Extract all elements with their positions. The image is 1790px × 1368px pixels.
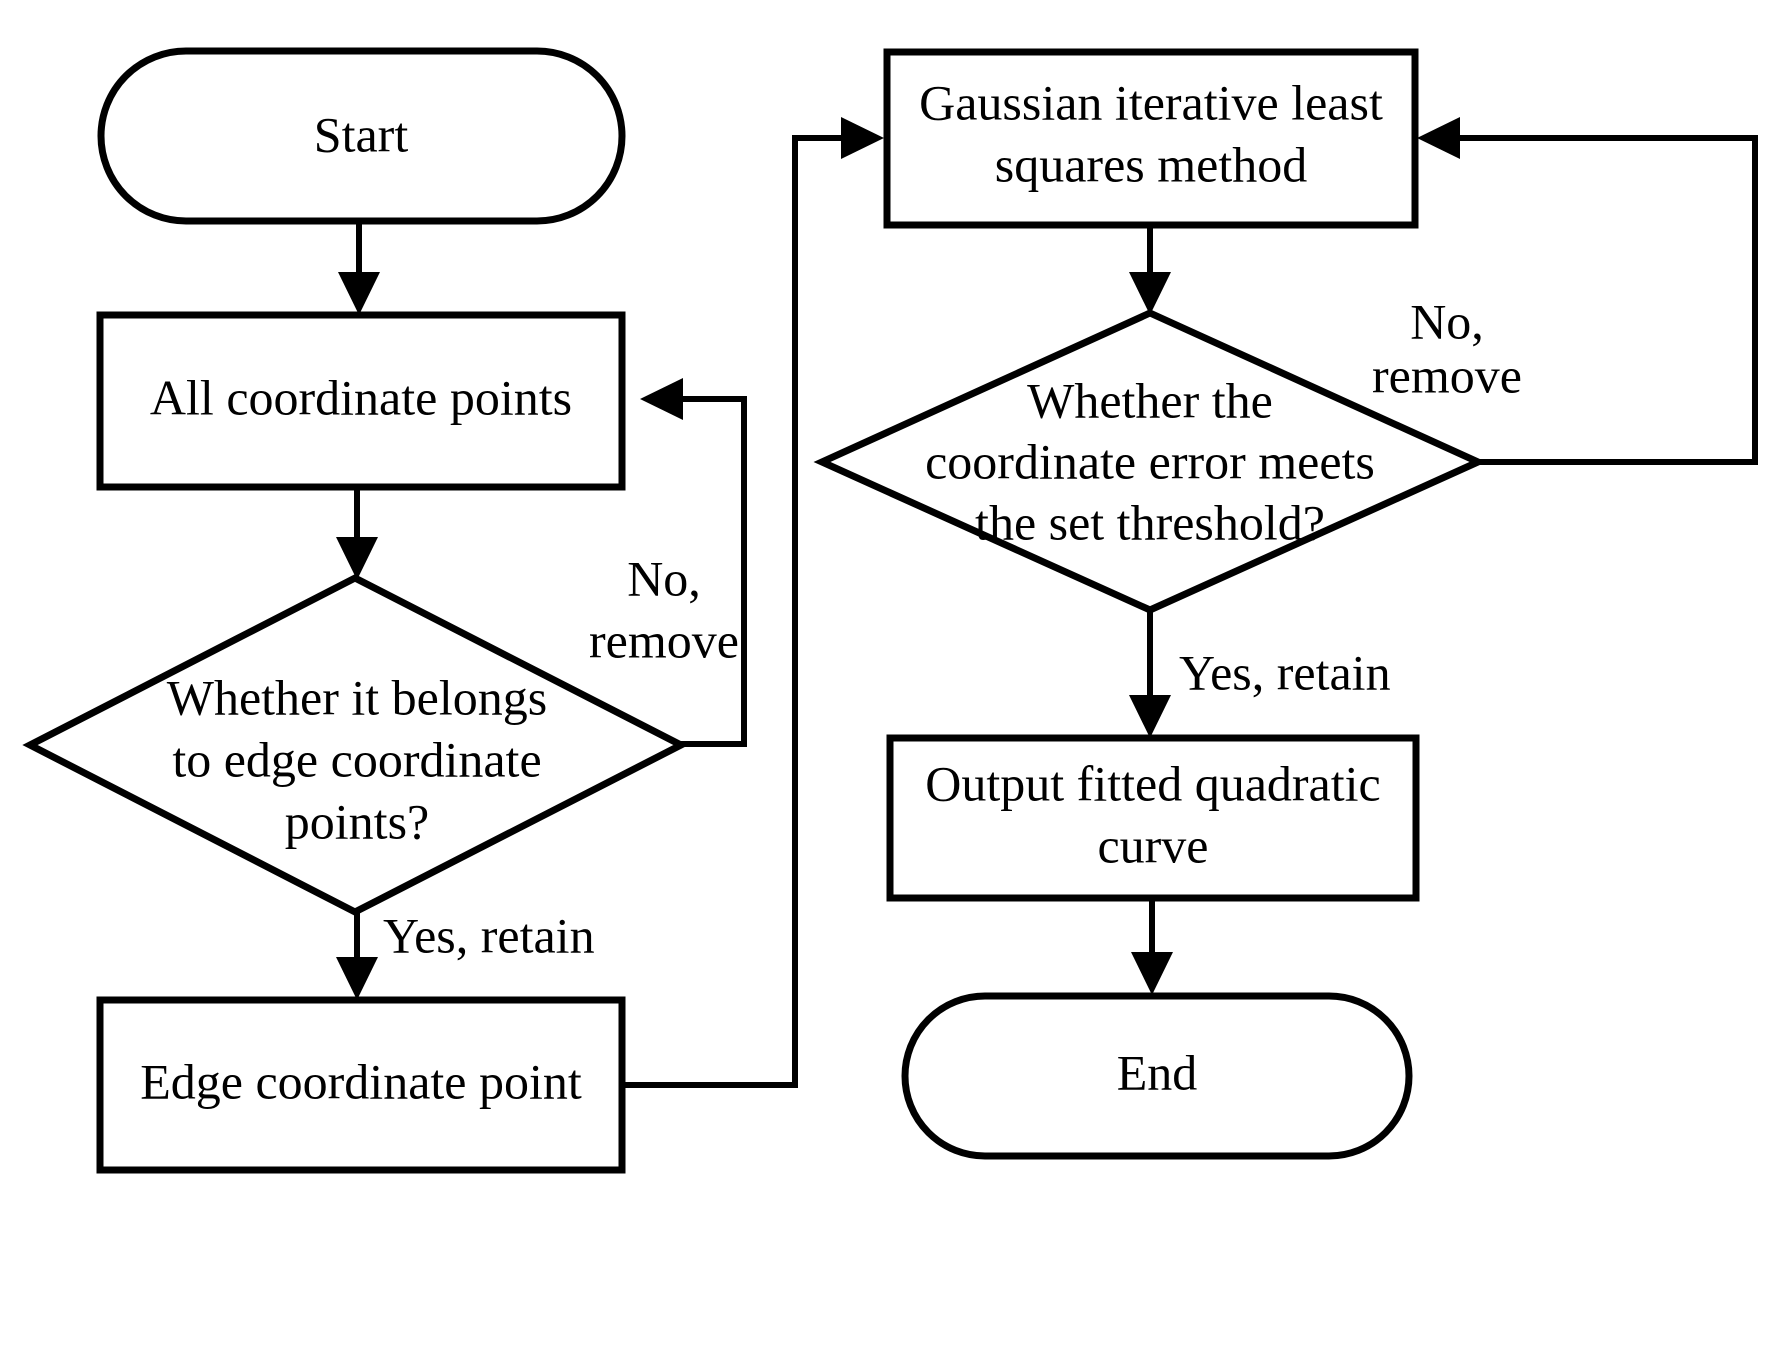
arrowhead-icon <box>1129 272 1171 315</box>
arrowhead-icon <box>336 957 378 1000</box>
edge-label-yes-retain-left: Yes, retain <box>383 907 595 963</box>
arrowhead-icon <box>338 272 380 315</box>
connector-all-points-to-decision <box>336 487 378 580</box>
gaussian-least-squares-shape <box>883 48 1419 229</box>
end-label: End <box>1117 1044 1198 1100</box>
is-edge-point-label-line2: to edge coordinate <box>172 731 541 787</box>
arrowhead-icon <box>1129 695 1171 738</box>
yes-retain-right-text: Yes, retain <box>1179 644 1391 700</box>
edge-label-no-remove-left: No, remove <box>589 550 739 668</box>
connector-gauss-to-error-check <box>1129 225 1171 315</box>
connector-yes-retain-to-edge-point <box>336 912 378 1000</box>
connector-start-to-all-points <box>338 222 380 315</box>
output-curve-label-line2: curve <box>1097 817 1208 873</box>
connector-output-to-end <box>1131 898 1173 995</box>
is-edge-point-label-line3: points? <box>285 793 429 849</box>
error-threshold-label-line2: coordinate error meets <box>925 433 1375 489</box>
no-remove-right-line1: No, <box>1410 293 1484 349</box>
no-remove-left-line1: No, <box>627 550 701 606</box>
arrowhead-icon <box>336 537 378 580</box>
edge-coordinate-point-label: Edge coordinate point <box>140 1053 582 1109</box>
connector-yes-retain-to-output <box>1129 610 1171 738</box>
error-threshold-label-line3: the set threshold? <box>975 494 1325 550</box>
node-start[interactable]: Start <box>97 47 626 225</box>
connector-edge-point-to-gauss <box>622 117 884 1088</box>
node-end[interactable]: End <box>901 992 1413 1160</box>
node-output-fitted-curve[interactable]: Output fitted quadratic curve <box>886 734 1420 902</box>
node-edge-coordinate-point[interactable]: Edge coordinate point <box>96 996 626 1174</box>
all-coordinate-points-label: All coordinate points <box>150 369 572 425</box>
gaussian-label-line1: Gaussian iterative least <box>919 74 1383 130</box>
node-all-coordinate-points[interactable]: All coordinate points <box>96 311 626 491</box>
gaussian-label-line2: squares method <box>995 136 1307 192</box>
connector-no-remove-loop-left <box>640 378 747 747</box>
error-threshold-shape <box>813 309 1487 614</box>
error-threshold-label-line1: Whether the <box>1027 372 1273 428</box>
connector-no-remove-loop-right <box>1417 117 1758 465</box>
node-decision-error-threshold[interactable]: Whether the coordinate error meets the s… <box>813 309 1487 614</box>
no-remove-left-line2: remove <box>589 612 739 668</box>
no-remove-right-line2: remove <box>1372 347 1522 403</box>
yes-retain-left-text: Yes, retain <box>383 907 595 963</box>
node-gaussian-least-squares[interactable]: Gaussian iterative least squares method <box>883 48 1419 229</box>
edge-label-no-remove-right: No, remove <box>1372 293 1522 403</box>
edge-coordinate-point-shape <box>96 996 626 1174</box>
all-coordinate-points-shape <box>96 311 626 491</box>
arrowhead-icon <box>640 378 683 420</box>
output-curve-label-line1: Output fitted quadratic <box>925 755 1380 811</box>
is-edge-point-label-line1: Whether it belongs <box>167 669 547 725</box>
node-decision-is-edge-point[interactable]: Whether it belongs to edge coordinate po… <box>22 574 689 916</box>
arrowhead-icon <box>1417 117 1460 159</box>
is-edge-point-shape <box>22 574 689 916</box>
arrowhead-icon <box>1131 952 1173 995</box>
start-shape <box>97 47 626 225</box>
arrowhead-icon <box>841 117 884 159</box>
output-fitted-curve-shape <box>886 734 1420 902</box>
end-shape <box>901 992 1413 1160</box>
edge-label-yes-retain-right: Yes, retain <box>1179 644 1391 700</box>
start-label: Start <box>314 106 409 162</box>
